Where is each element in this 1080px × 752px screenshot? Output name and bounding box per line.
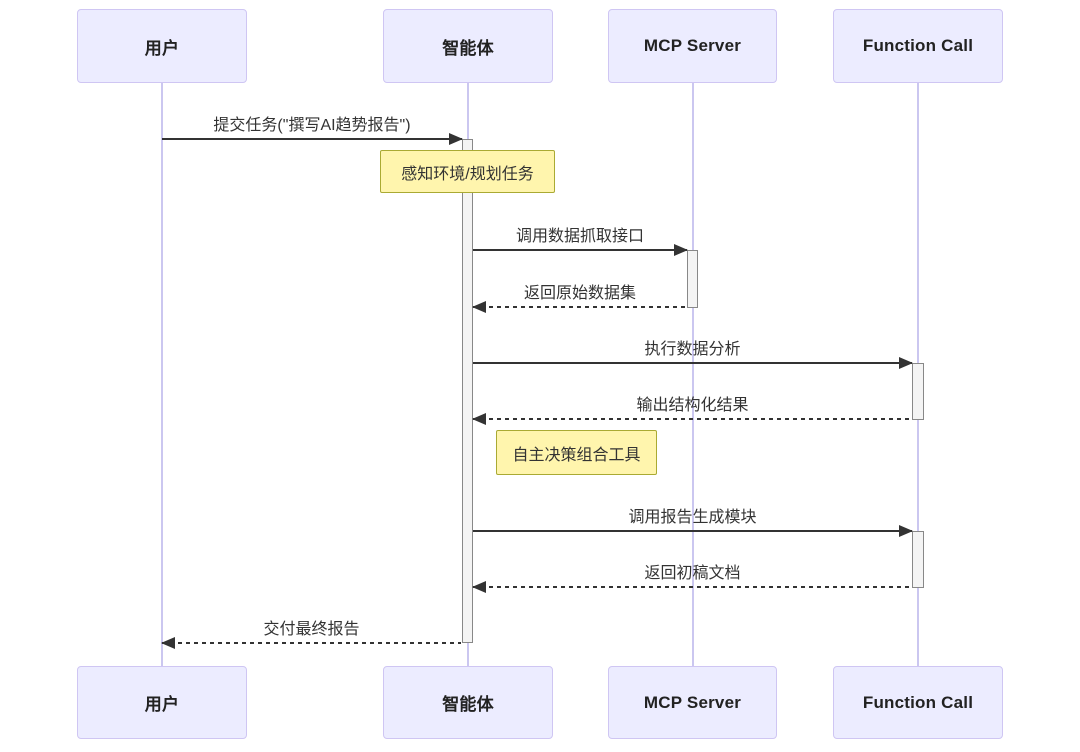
- note-1: 感知环境/规划任务: [380, 150, 555, 193]
- message-label-8: 交付最终报告: [263, 621, 360, 638]
- participant-bottom-user: 用户: [77, 666, 247, 739]
- note-2: 自主决策组合工具: [496, 430, 657, 475]
- message-arrowhead-8: [161, 637, 175, 649]
- message-label-7: 返回初稿文档: [644, 565, 741, 582]
- activation-bar-function-call: [912, 531, 924, 588]
- message-line-5: [473, 418, 912, 420]
- message-arrowhead-1: [449, 133, 463, 145]
- message-arrowhead-3: [472, 301, 486, 313]
- message-label-2: 调用数据抓取接口: [515, 228, 645, 245]
- message-arrowhead-4: [899, 357, 913, 369]
- message-line-1: [162, 138, 462, 140]
- message-label-4: 执行数据分析: [644, 341, 741, 358]
- message-arrowhead-2: [674, 244, 688, 256]
- message-line-6: [473, 530, 912, 532]
- participant-top-mcp-server: MCP Server: [608, 9, 777, 83]
- message-line-3: [473, 306, 687, 308]
- message-line-4: [473, 362, 912, 364]
- message-label-5: 输出结构化结果: [636, 397, 749, 414]
- participant-top-user: 用户: [77, 9, 247, 83]
- message-arrowhead-7: [472, 581, 486, 593]
- message-label-1: 提交任务("撰写AI趋势报告"): [213, 117, 411, 134]
- message-line-8: [162, 642, 461, 644]
- participant-bottom-mcp-server: MCP Server: [608, 666, 777, 739]
- lifeline-user: [161, 83, 163, 666]
- participant-top-function-call: Function Call: [833, 9, 1003, 83]
- participant-bottom-agent: 智能体: [383, 666, 553, 739]
- message-line-2: [473, 249, 687, 251]
- participant-bottom-function-call: Function Call: [833, 666, 1003, 739]
- activation-bar-function-call: [912, 363, 924, 420]
- message-label-6: 调用报告生成模块: [628, 509, 757, 526]
- activation-bar-mcp-server: [687, 250, 698, 308]
- message-label-3: 返回原始数据集: [523, 285, 637, 302]
- message-line-7: [473, 586, 912, 588]
- message-arrowhead-6: [899, 525, 913, 537]
- lifeline-mcp-server: [692, 83, 694, 666]
- message-arrowhead-5: [472, 413, 486, 425]
- activation-bar-agent: [462, 139, 473, 643]
- participant-top-agent: 智能体: [383, 9, 553, 83]
